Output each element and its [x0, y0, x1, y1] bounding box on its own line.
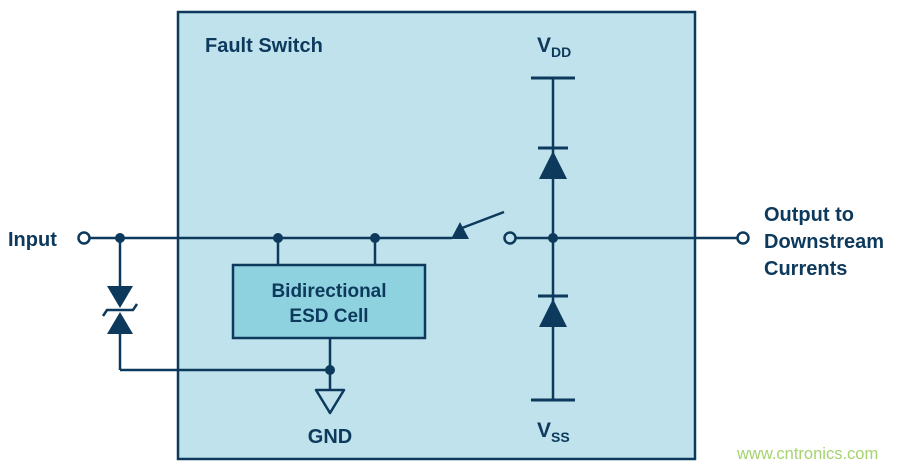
gnd-label: GND: [308, 426, 352, 448]
input-label: Input: [8, 229, 57, 251]
junction-dot: [325, 365, 335, 375]
junction-dot: [548, 233, 558, 243]
vdd-diode-triangle: [539, 151, 567, 179]
esd-cell-label-line1: Bidirectional: [271, 281, 386, 302]
junction-dot: [115, 233, 125, 243]
output-terminal: [736, 231, 750, 245]
vdd-label: VDD: [537, 34, 571, 60]
vss-diode-triangle: [539, 299, 567, 327]
vss-diode: [538, 294, 568, 327]
junction-dot: [273, 233, 283, 243]
input-tvs-branch: [101, 238, 330, 372]
ground-triangle: [314, 388, 346, 415]
tvs-top-triangle: [107, 286, 133, 308]
watermark-text: www.cntronics.com: [736, 445, 878, 463]
vdd-diode: [538, 146, 568, 179]
switch-contact: [503, 231, 517, 245]
vss-label: VSS: [537, 419, 570, 445]
ground-symbol: GND: [308, 388, 352, 448]
output-label-line2: Downstream: [764, 231, 884, 253]
switch-lever: [461, 210, 505, 230]
tvs-bottom-triangle: [107, 312, 133, 334]
fault-switch-box: [176, 10, 697, 461]
output-label-line3: Currents: [764, 258, 847, 280]
esd-cell-label-line2: ESD Cell: [289, 306, 368, 327]
switch: [451, 210, 517, 245]
esd-cell-box: [231, 263, 427, 340]
junction-dot: [370, 233, 380, 243]
tvs-zener-bar: [101, 303, 139, 317]
input-terminal: [77, 231, 91, 245]
esd-cell: Bidirectional ESD Cell: [231, 238, 427, 390]
fault-switch-title: Fault Switch: [205, 35, 323, 57]
switch-arrow: [451, 222, 469, 239]
output-label-line1: Output to: [764, 204, 854, 226]
